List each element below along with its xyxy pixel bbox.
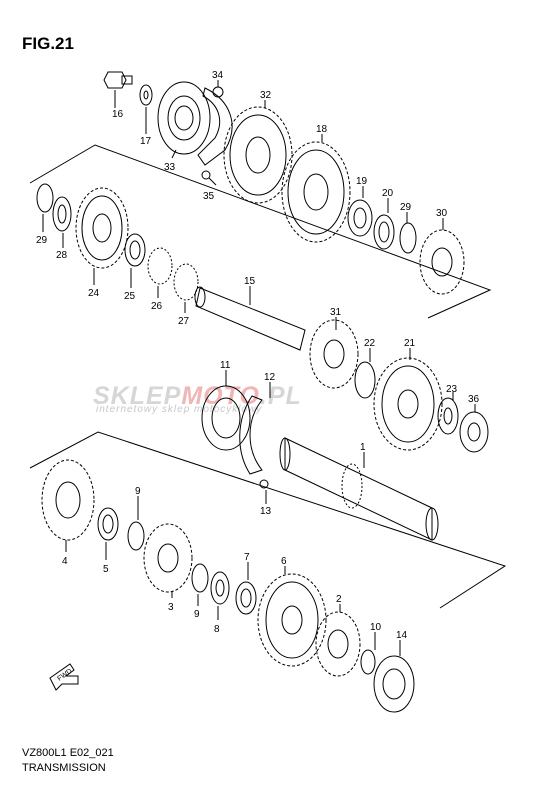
figure-code: VZ800L1 E02_021 bbox=[22, 747, 114, 759]
callout-9-lower: 9 bbox=[194, 609, 200, 620]
callout-27: 27 bbox=[178, 316, 190, 327]
figure-title: FIG.21 bbox=[22, 34, 74, 53]
circlip-29-left bbox=[36, 183, 54, 232]
washer-28 bbox=[52, 196, 72, 248]
callout-5: 5 bbox=[103, 564, 109, 575]
callout-28: 28 bbox=[56, 250, 68, 261]
fwd-arrow-icon bbox=[49, 663, 79, 691]
washer-23 bbox=[437, 392, 459, 435]
callout-34: 34 bbox=[212, 70, 224, 81]
gear-32 bbox=[223, 100, 293, 204]
callout-17: 17 bbox=[140, 136, 152, 147]
bolt-16 bbox=[103, 71, 133, 108]
washer-27 bbox=[173, 263, 199, 313]
circlip-9-upper bbox=[127, 496, 145, 551]
screw-35 bbox=[201, 170, 217, 186]
bushing-7 bbox=[235, 562, 257, 615]
callout-26: 26 bbox=[151, 301, 163, 312]
seal-36 bbox=[459, 404, 489, 453]
gear-21 bbox=[373, 348, 443, 451]
callout-20: 20 bbox=[382, 188, 394, 199]
callout-15: 15 bbox=[244, 276, 256, 287]
callout-36: 36 bbox=[468, 394, 480, 405]
callout-10: 10 bbox=[370, 622, 382, 633]
callout-16: 16 bbox=[112, 109, 124, 120]
washer-26 bbox=[147, 247, 173, 298]
callout-33: 33 bbox=[164, 162, 176, 173]
watermark-brand-a: SKLEP bbox=[93, 382, 182, 410]
callout-7: 7 bbox=[244, 552, 250, 563]
callout-14: 14 bbox=[396, 630, 408, 641]
callout-3: 3 bbox=[168, 602, 174, 613]
gear-6 bbox=[257, 566, 327, 667]
bushing-19 bbox=[347, 186, 373, 237]
callout-30: 30 bbox=[436, 208, 448, 219]
retainer-34 bbox=[197, 80, 233, 166]
callout-18: 18 bbox=[316, 124, 328, 135]
bearing-14 bbox=[373, 640, 415, 713]
callout-11: 11 bbox=[220, 360, 231, 371]
gear-24 bbox=[75, 187, 129, 285]
callout-31: 31 bbox=[330, 307, 342, 318]
callout-2: 2 bbox=[336, 594, 342, 605]
washer-22 bbox=[354, 348, 376, 399]
countershaft-group-frame bbox=[29, 144, 492, 319]
callout-29-upper: 29 bbox=[400, 202, 412, 213]
circlip-29-upper bbox=[399, 212, 417, 254]
callout-12: 12 bbox=[264, 372, 276, 383]
gear-2 bbox=[315, 604, 361, 677]
watermark-tagline: internetowy sklep motocyklowy bbox=[96, 404, 263, 415]
washer-8 bbox=[210, 571, 230, 620]
bearing-11 bbox=[201, 370, 251, 451]
callout-13: 13 bbox=[260, 506, 272, 517]
callout-25: 25 bbox=[124, 291, 136, 302]
driveshaft-group-frame bbox=[29, 431, 507, 609]
watermark-logo: SKLEPMOTO.PL bbox=[93, 382, 302, 411]
callout-4: 4 bbox=[62, 556, 68, 567]
callout-29-left: 29 bbox=[36, 235, 48, 246]
retainer-12 bbox=[239, 382, 271, 475]
callout-22: 22 bbox=[364, 338, 376, 349]
screw-13 bbox=[259, 479, 269, 504]
gear-30 bbox=[419, 218, 465, 295]
bearing-33 bbox=[157, 81, 211, 159]
callout-23: 23 bbox=[446, 384, 458, 395]
washer-17 bbox=[139, 84, 153, 134]
gear-3 bbox=[143, 523, 193, 598]
callout-1: 1 bbox=[360, 442, 366, 453]
countershaft-15 bbox=[194, 286, 306, 351]
callout-35: 35 bbox=[203, 191, 215, 202]
circlip-10 bbox=[360, 632, 376, 675]
callout-32: 32 bbox=[260, 90, 272, 101]
watermark-brand-c: .PL bbox=[259, 382, 302, 410]
bushing-25 bbox=[124, 233, 146, 288]
callout-6: 6 bbox=[281, 556, 287, 567]
callout-19: 19 bbox=[356, 176, 368, 187]
gear-4 bbox=[41, 459, 95, 552]
callout-21: 21 bbox=[404, 338, 416, 349]
callout-24: 24 bbox=[88, 288, 100, 299]
gear-31 bbox=[309, 317, 359, 389]
washer-20 bbox=[373, 198, 395, 250]
driveshaft-1 bbox=[279, 437, 439, 541]
gear-18 bbox=[281, 134, 351, 243]
callout-8: 8 bbox=[214, 624, 220, 635]
circlip-9-lower bbox=[191, 563, 209, 606]
figure-subtitle: TRANSMISSION bbox=[22, 762, 106, 774]
bushing-5 bbox=[97, 507, 119, 560]
callout-9-upper: 9 bbox=[135, 486, 141, 497]
